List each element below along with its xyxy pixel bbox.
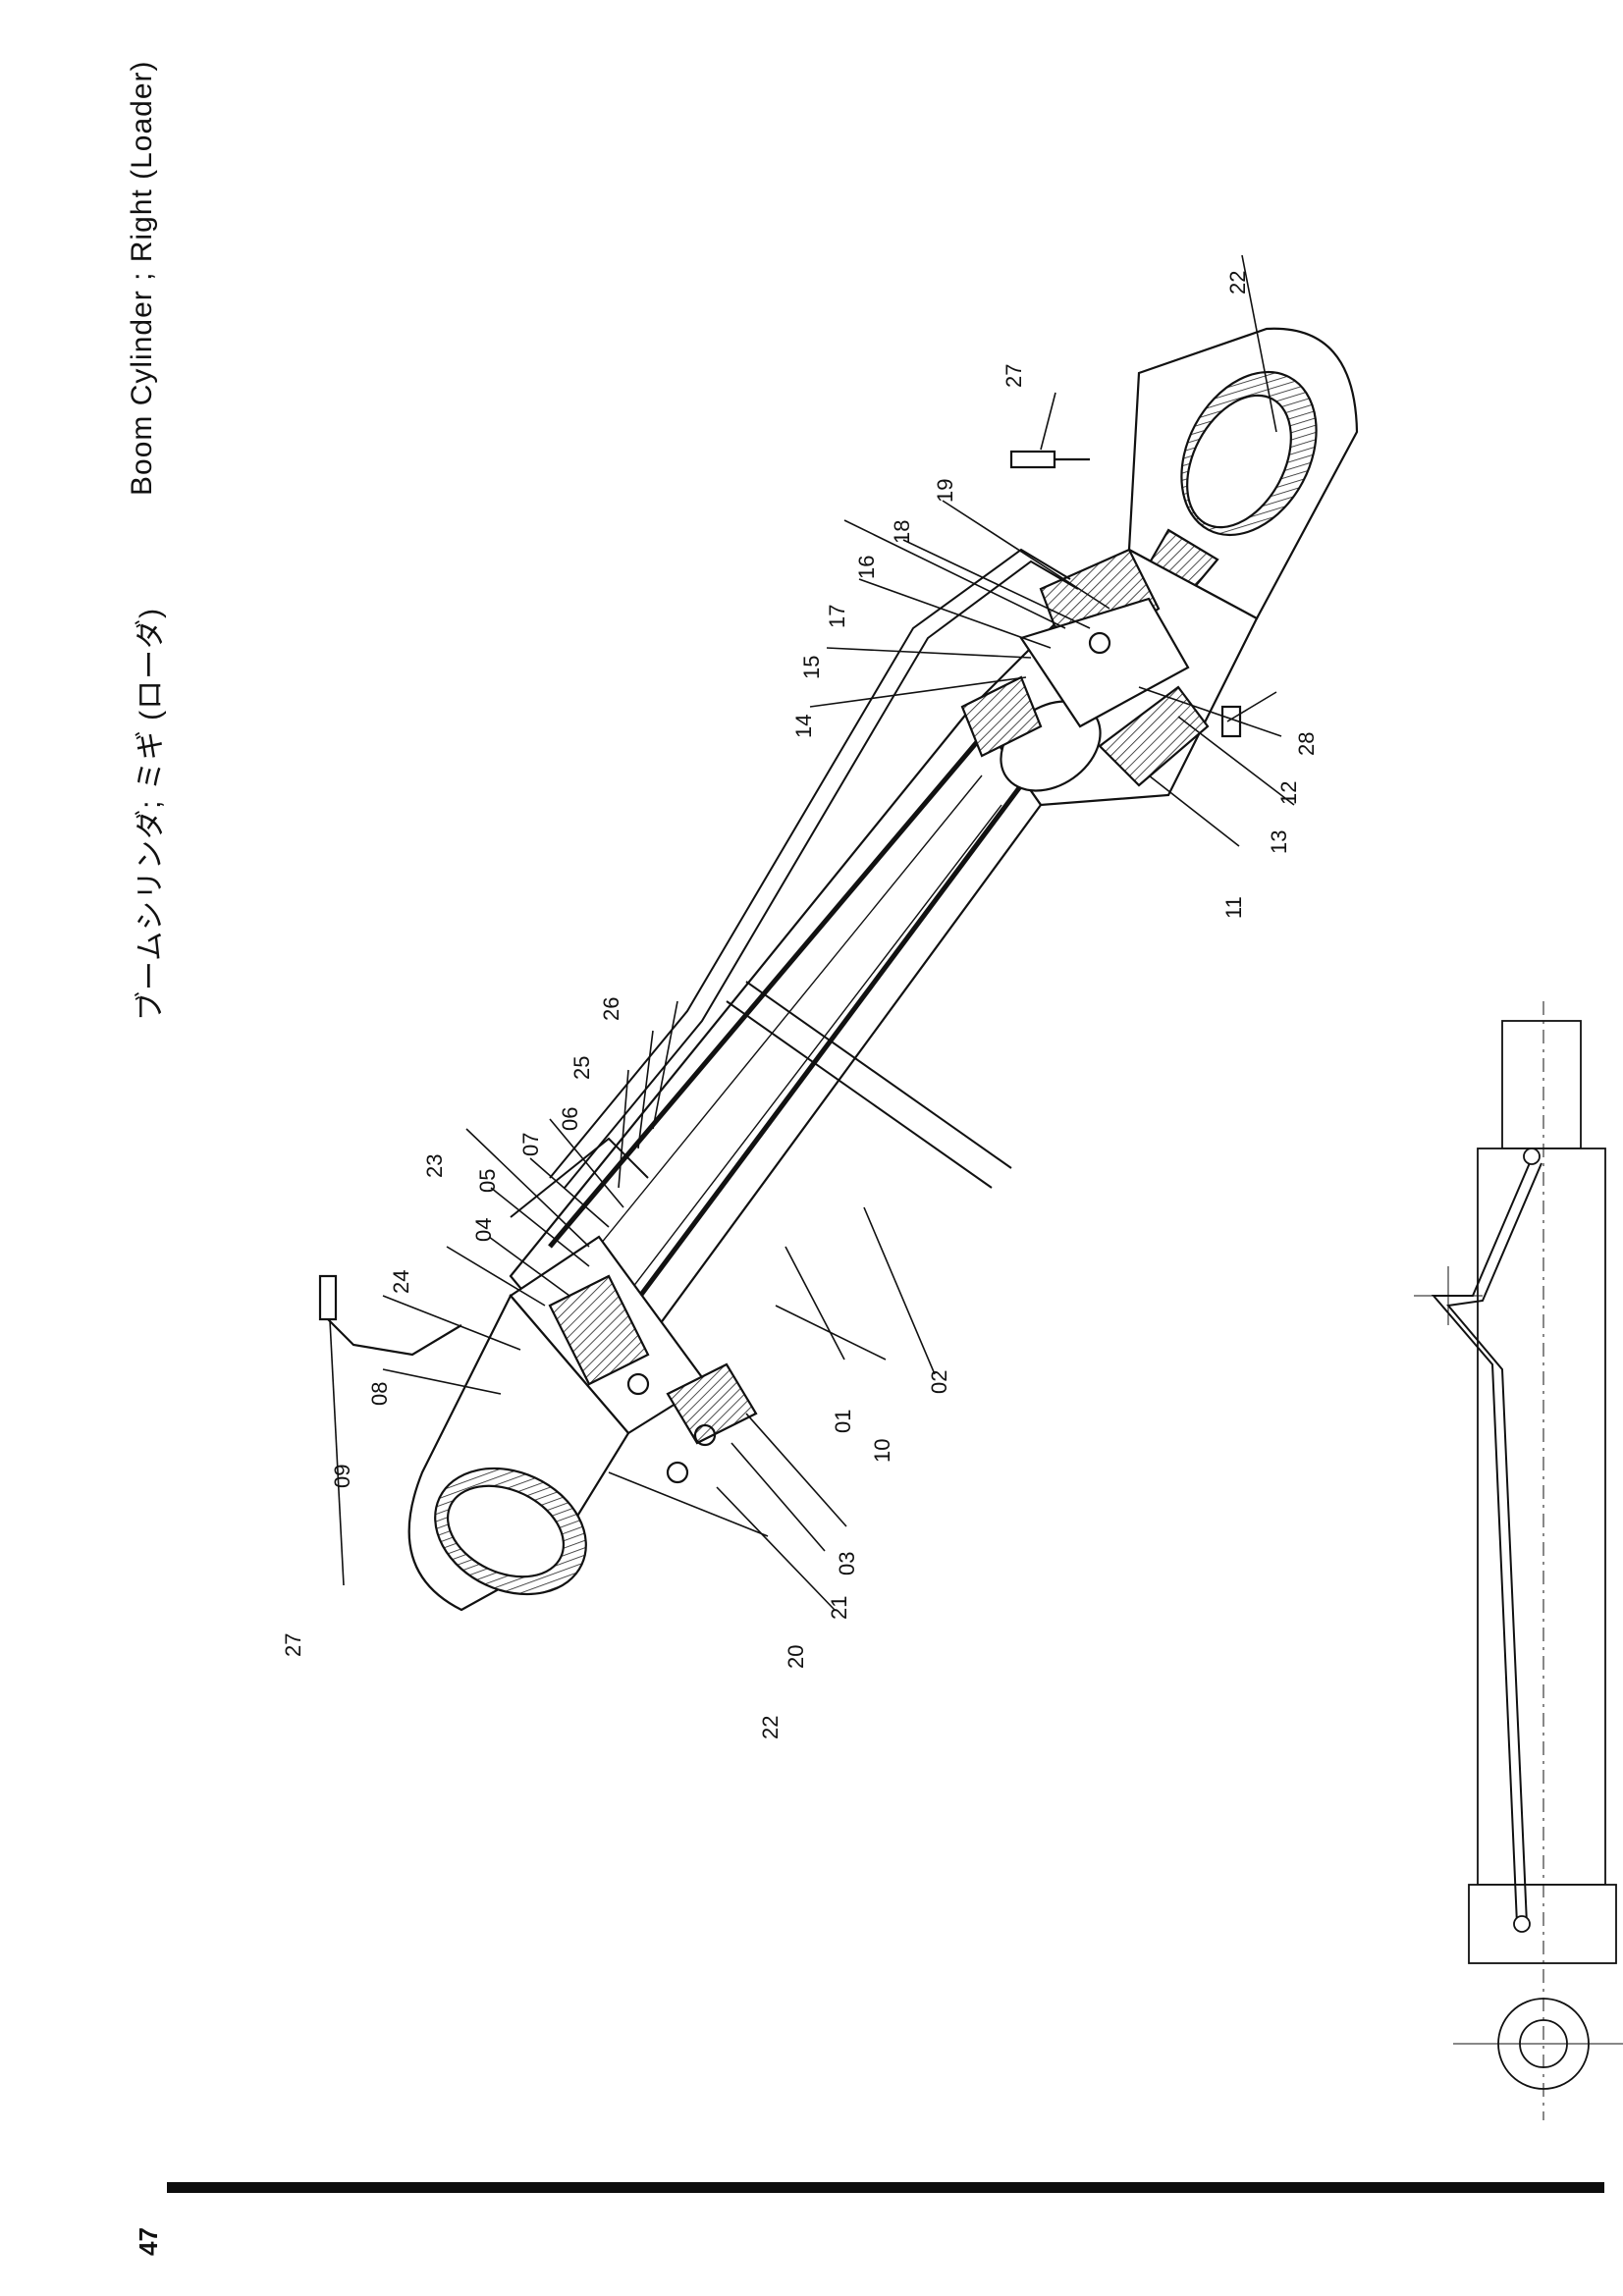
callout-26: 26: [599, 997, 623, 1021]
callout-02: 02: [927, 1370, 951, 1394]
footer-rule: [167, 2182, 1604, 2193]
callout-20: 20: [784, 1645, 808, 1669]
callout-11: 11: [1221, 896, 1246, 919]
callout-05: 05: [475, 1169, 500, 1193]
callout-08: 08: [367, 1382, 392, 1406]
callout-25: 25: [569, 1056, 594, 1080]
callout-19: 19: [933, 479, 957, 503]
grease-fitting-right: [1009, 450, 1090, 469]
callout-22-lower: 22: [758, 1716, 783, 1739]
page-number: 47: [134, 2227, 163, 2256]
grease-fitting-left: [318, 1274, 462, 1357]
callout-13: 13: [1267, 830, 1291, 854]
callout-14: 14: [791, 715, 816, 738]
callout-15: 15: [799, 656, 824, 679]
callout-28: 28: [1294, 732, 1319, 756]
callout-07: 07: [518, 1133, 543, 1156]
callout-06: 06: [558, 1107, 582, 1131]
callout-12: 12: [1276, 781, 1301, 805]
callout-21: 21: [827, 1596, 851, 1620]
side-view-diagram: [1414, 1001, 1623, 2120]
callout-labels: 01 02 03 04 05 06 07 08 09 10 11 12 13 1…: [281, 271, 1319, 1739]
callout-01: 01: [831, 1410, 855, 1433]
head-end-eye: [1127, 327, 1359, 620]
callout-24: 24: [389, 1270, 413, 1294]
callout-17: 17: [825, 605, 849, 628]
piston-and-nut: [960, 597, 1190, 792]
callout-27-lower: 27: [281, 1633, 305, 1657]
callout-22: 22: [1225, 271, 1250, 294]
callout-04: 04: [471, 1218, 496, 1242]
rod-gland-section: [509, 1137, 758, 1484]
rod-end-eye: [407, 1294, 630, 1612]
callout-leaders: [329, 254, 1295, 1611]
piping: [549, 548, 1079, 1189]
callout-03: 03: [835, 1552, 859, 1575]
callout-09: 09: [330, 1465, 354, 1488]
callout-23: 23: [422, 1154, 447, 1178]
cylinder-barrel: [509, 705, 1043, 1396]
callout-16: 16: [854, 556, 879, 579]
cylinder-illustration: [318, 327, 1359, 1612]
callout-18: 18: [890, 520, 914, 544]
callout-10: 10: [870, 1439, 894, 1463]
callout-27: 27: [1001, 364, 1026, 388]
